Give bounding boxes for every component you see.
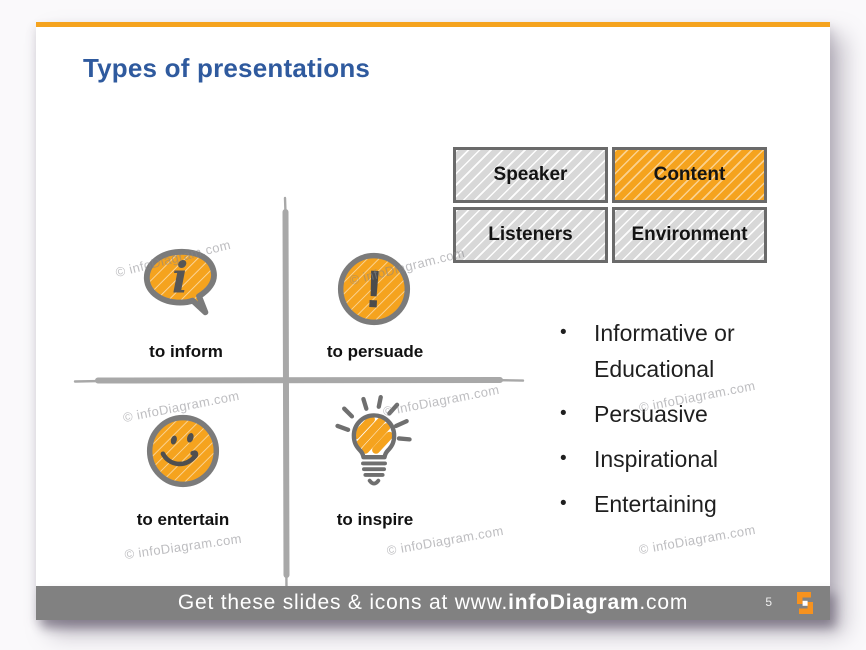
label-to-persuade: to persuade [326,342,424,361]
bullet-item: • Entertaining [560,486,800,522]
table-cell-label: Environment [631,224,748,245]
bullet-marker: • [560,448,567,469]
bullet-item: • Inspirational [560,441,800,477]
footer-bar: Get these slides & icons at www.infoDiag… [36,586,830,620]
table-cell-listeners: Listeners [453,207,608,263]
infodiagram-logo-icon [797,592,813,614]
info-speech-bubble-icon: i [143,248,217,316]
table-cell-label: Speaker [493,164,568,185]
smiley-face-icon [146,414,220,488]
info-glyph: i [172,254,188,304]
slide-title: Types of presentations [83,53,371,83]
exclamation-circle-icon: ! [337,252,411,326]
bullet-text: Inspirational [594,446,719,472]
bullet-item: • Informative or Educational [560,315,800,387]
bullet-text: Entertaining [594,491,717,517]
bullet-marker: • [560,493,567,514]
bullet-list: •Informative or Educational •Persuasive … [560,315,800,531]
bullet-text: Persuasive [594,401,708,427]
label-to-inspire: to inspire [336,510,414,529]
table-cell-speaker: Speaker [453,147,608,203]
footer-text: Get these slides & icons at www.infoDiag… [178,591,688,615]
exclamation-glyph: ! [364,260,385,320]
footer-suffix: .com [639,591,689,614]
factors-table: Speaker Content Listeners Environment [453,147,767,263]
bullet-marker: • [560,403,567,424]
slide: Types of presentations Speaker Content L… [36,22,830,620]
label-to-entertain: to entertain [136,510,230,529]
lightbulb-icon [335,395,412,486]
bullet-item: • Persuasive [560,396,800,432]
footer-brand: infoDiagram [508,591,640,614]
bullet-marker: • [560,322,567,343]
bullet-text: Informative or Educational [594,320,735,382]
table-cell-label: Content [653,164,726,185]
table-cell-environment: Environment [612,207,767,263]
footer-prefix: Get these slides & icons at www. [177,591,509,614]
page-number: 5 [765,595,772,609]
table-cell-label: Listeners [488,224,573,245]
watermark: © infoDiagram.com [123,530,243,563]
table-cell-content: Content [612,147,767,203]
label-to-inform: to inform [149,342,223,361]
